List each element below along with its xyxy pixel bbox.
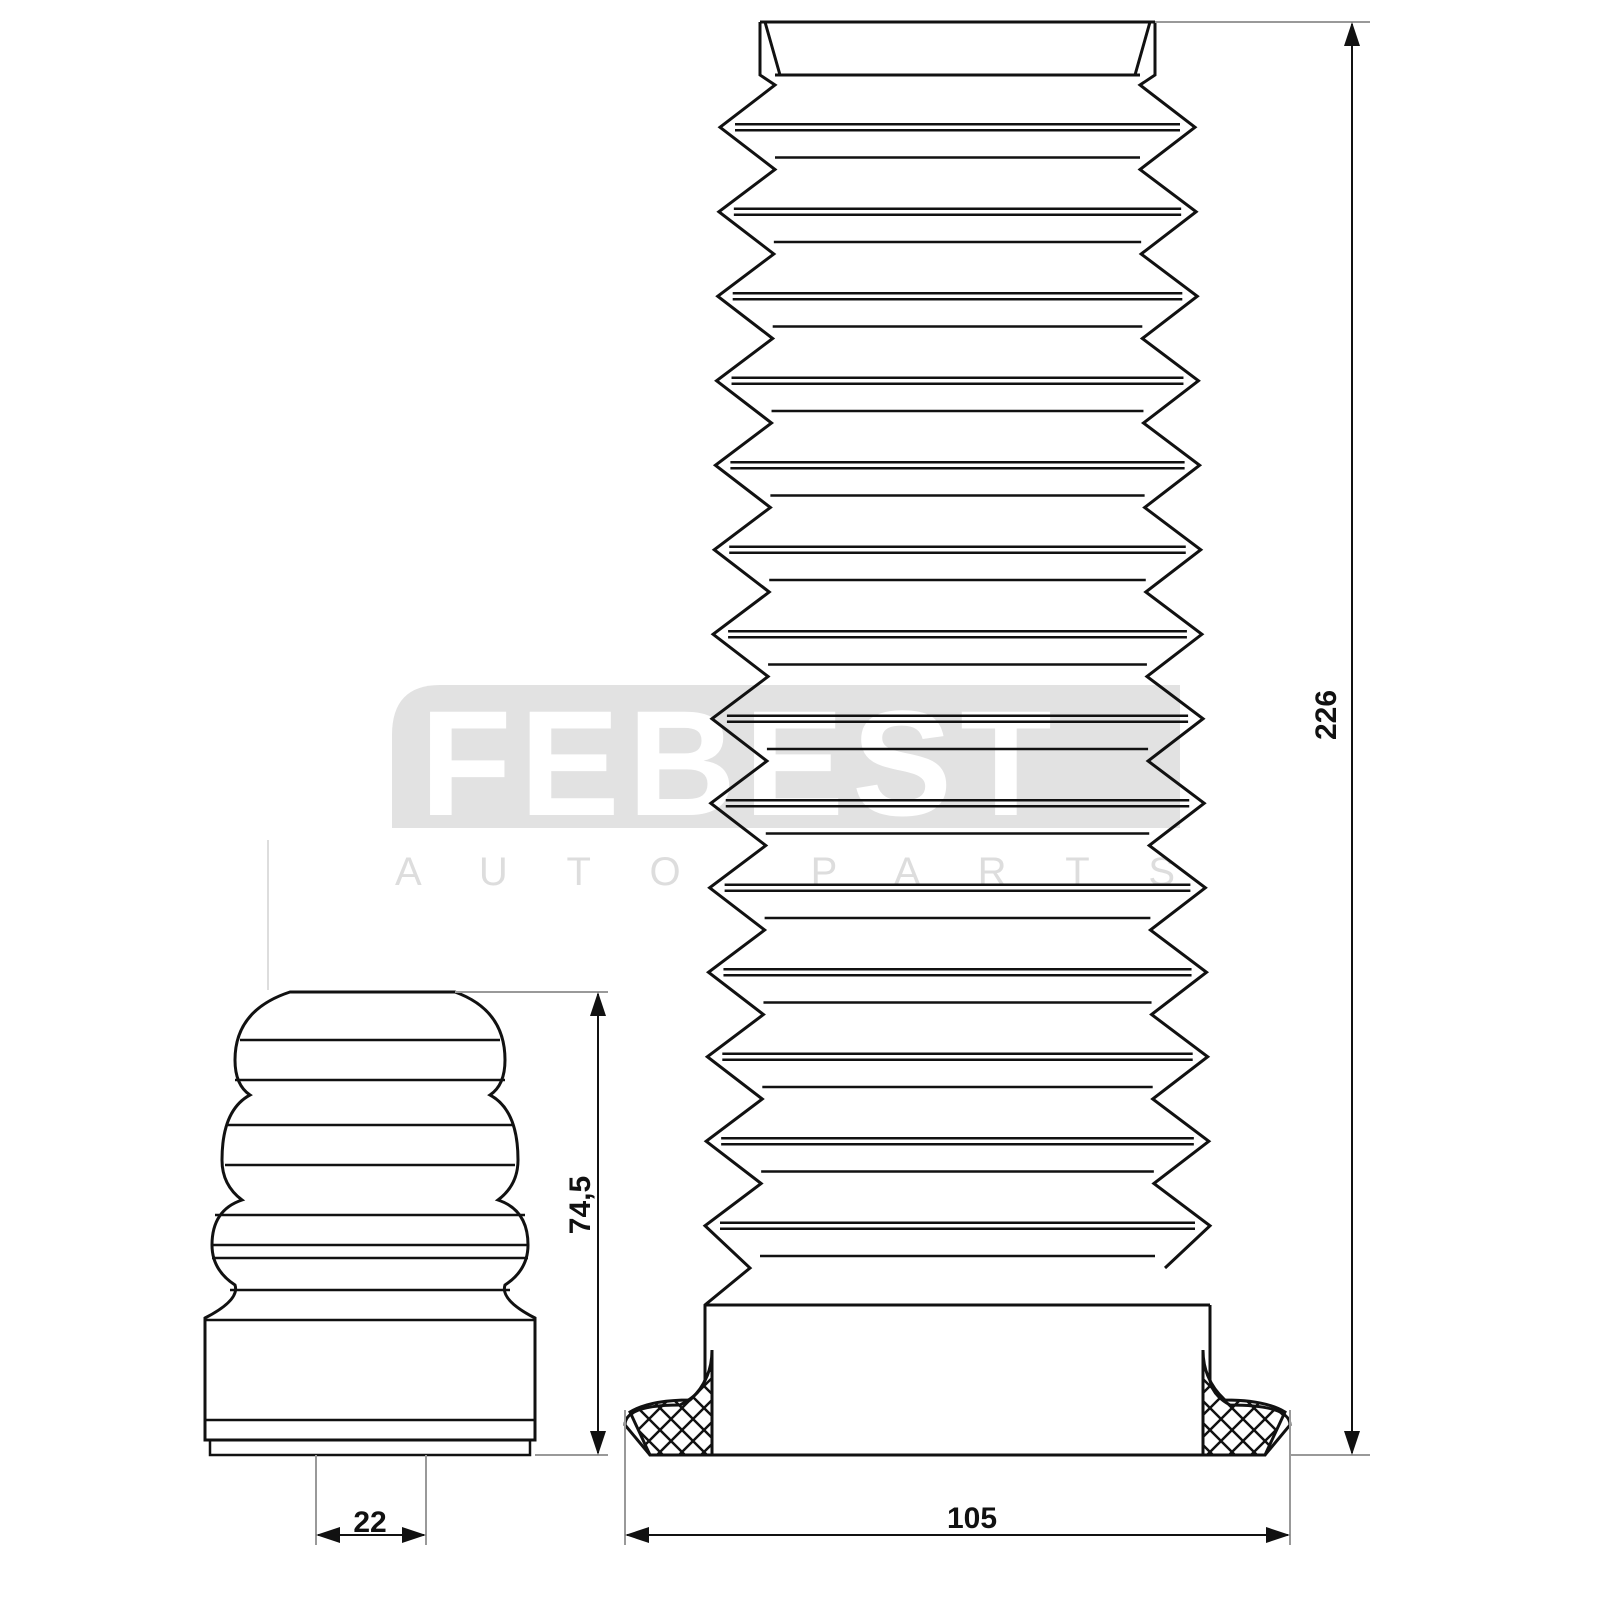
watermark-logo: FEBEST A U T O P A R T S — [392, 679, 1180, 894]
bellows-edges — [650, 20, 1265, 1457]
flange-section-left — [628, 1349, 714, 1457]
bellows-outline-right — [1137, 22, 1213, 1270]
dimension-bore-22: 22 — [353, 1506, 386, 1539]
bellows-dust-boot — [623, 20, 1292, 1457]
flange-section-right — [1201, 1349, 1287, 1457]
dimension-width-105: 105 — [947, 1502, 997, 1535]
collar-section — [763, 21, 1152, 76]
dimension-arrows — [316, 22, 1360, 1543]
dimension-height-226: 226 — [1310, 690, 1343, 740]
watermark-tagline: A U T O P A R T S — [395, 850, 1175, 894]
watermark-brand: FEBEST — [420, 679, 1060, 847]
dimension-height-74-5: 74,5 — [564, 1176, 597, 1234]
bump-stop — [203, 990, 537, 1457]
dimension-lines — [267, 21, 1370, 1545]
